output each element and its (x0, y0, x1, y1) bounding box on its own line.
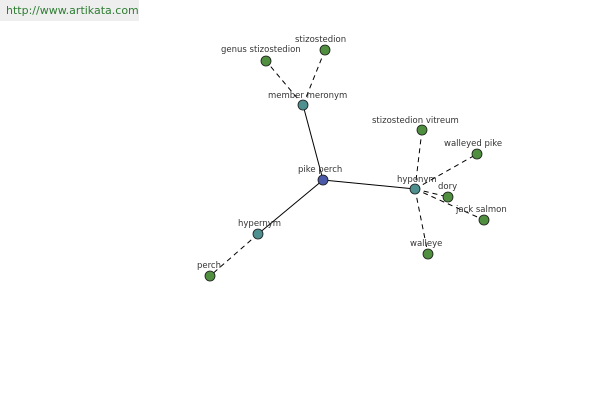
edge-hyponym-to-dory (414, 188, 449, 198)
edge-pike-perch-to-member-meronym (302, 104, 324, 181)
node-member-meronym[interactable]: member meronym (268, 91, 347, 111)
node-circle-walleyed-pike[interactable] (471, 148, 483, 160)
edge-hyponym-to-stizostedion-vitreum (414, 129, 423, 190)
node-label-hyponym[interactable]: hyponym (397, 175, 437, 185)
edge-member-meronym-to-genus-stizostedion (265, 60, 304, 106)
node-circle-stizostedion[interactable] (319, 44, 331, 56)
node-circle-walleye[interactable] (422, 248, 434, 260)
node-label-stizostedion-vitreum[interactable]: stizostedion vitreum (372, 116, 459, 126)
node-label-genus-stizostedion[interactable]: genus stizostedion (221, 45, 301, 55)
node-circle-stizostedion-vitreum[interactable] (416, 124, 428, 136)
node-circle-hyponym[interactable] (409, 183, 421, 195)
graph-edges (209, 49, 485, 277)
edge-hyponym-to-jack-salmon (414, 188, 485, 221)
node-label-perch[interactable]: perch (197, 261, 221, 271)
node-label-pike-perch[interactable]: pike perch (298, 165, 342, 175)
node-label-walleyed-pike[interactable]: walleyed pike (444, 139, 502, 149)
node-circle-genus-stizostedion[interactable] (260, 55, 272, 67)
node-label-walleye[interactable]: walleye (410, 239, 442, 249)
node-circle-perch[interactable] (204, 270, 216, 282)
graph-nodes: pike perch member meronym genus stizostedi… (197, 35, 507, 282)
node-label-jack-salmon[interactable]: jack salmon (455, 205, 507, 215)
node-label-hypernym[interactable]: hypernym (238, 219, 281, 229)
node-genus-stizostedion[interactable]: genus stizostedion (221, 45, 301, 67)
node-dory[interactable]: dory (438, 182, 457, 203)
edge-hyponym-to-walleyed-pike (414, 153, 478, 190)
node-jack-salmon[interactable]: jack salmon (455, 205, 507, 226)
node-perch[interactable]: perch (197, 261, 221, 282)
node-label-dory[interactable]: dory (438, 182, 457, 192)
edge-member-meronym-to-stizostedion (302, 49, 326, 106)
node-label-member-meronym[interactable]: member meronym (268, 91, 347, 101)
node-circle-member-meronym[interactable] (297, 99, 309, 111)
watermark-url[interactable]: http://www.artikata.com (0, 0, 139, 21)
edge-hypernym-to-perch (209, 233, 259, 277)
node-pike-perch[interactable]: pike perch (298, 165, 342, 186)
node-walleye[interactable]: walleye (410, 239, 442, 260)
edge-pike-perch-to-hypernym (257, 179, 324, 235)
node-circle-hypernym[interactable] (252, 228, 264, 240)
node-label-stizostedion[interactable]: stizostedion (295, 35, 346, 45)
node-hyponym[interactable]: hyponym (397, 175, 437, 195)
node-circle-dory[interactable] (442, 191, 454, 203)
node-circle-jack-salmon[interactable] (478, 214, 490, 226)
node-walleyed-pike[interactable]: walleyed pike (444, 139, 502, 160)
node-hypernym[interactable]: hypernym (238, 219, 281, 240)
node-circle-pike-perch[interactable] (317, 174, 329, 186)
node-stizostedion[interactable]: stizostedion (295, 35, 346, 56)
node-stizostedion-vitreum[interactable]: stizostedion vitreum (372, 116, 459, 136)
edge-hyponym-to-walleye (414, 188, 429, 255)
edge-pike-perch-to-hyponym (322, 179, 416, 190)
